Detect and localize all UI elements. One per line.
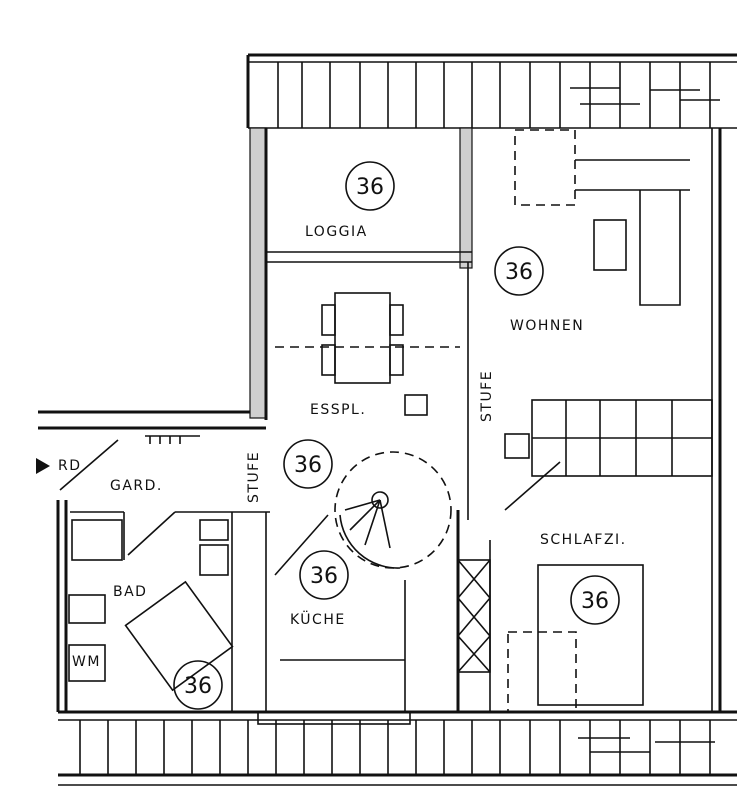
room-number-kueche: 36 — [310, 564, 338, 589]
room-label-kueche: KÜCHE — [290, 610, 346, 628]
label-stufe-mid: STUFE — [479, 370, 495, 422]
room-label-wohnen: WOHNEN — [510, 318, 584, 334]
room-number-schlafzi: 36 — [581, 589, 609, 614]
room-number-wohnen: 36 — [505, 260, 533, 285]
room-number-bad: 36 — [184, 674, 212, 699]
label-gard: GARD. — [110, 478, 163, 494]
room-label-loggia: LOGGIA — [305, 224, 368, 240]
room-number-circles — [173, 161, 620, 710]
kitchen-cabinet — [457, 559, 491, 673]
room-label-bad: BAD — [113, 584, 147, 600]
label-rd: RD — [58, 458, 82, 474]
spiral-stair — [334, 451, 452, 569]
upper-stair — [504, 399, 713, 477]
room-number-loggia: 36 — [356, 175, 384, 200]
top-balcony — [246, 53, 737, 129]
outer-walls — [38, 127, 737, 714]
room-label-schlafzi: SCHLAFZI. — [540, 532, 627, 548]
room-label-esspl: ESSPL. — [310, 402, 366, 418]
room-number-esspl: 36 — [294, 453, 322, 478]
entry-markers — [36, 435, 561, 576]
furniture — [68, 129, 690, 725]
interior-walls — [70, 127, 491, 712]
bottom-balcony — [58, 719, 737, 786]
label-wm: WM — [72, 654, 101, 670]
label-stufe-left: STUFE — [246, 451, 262, 503]
